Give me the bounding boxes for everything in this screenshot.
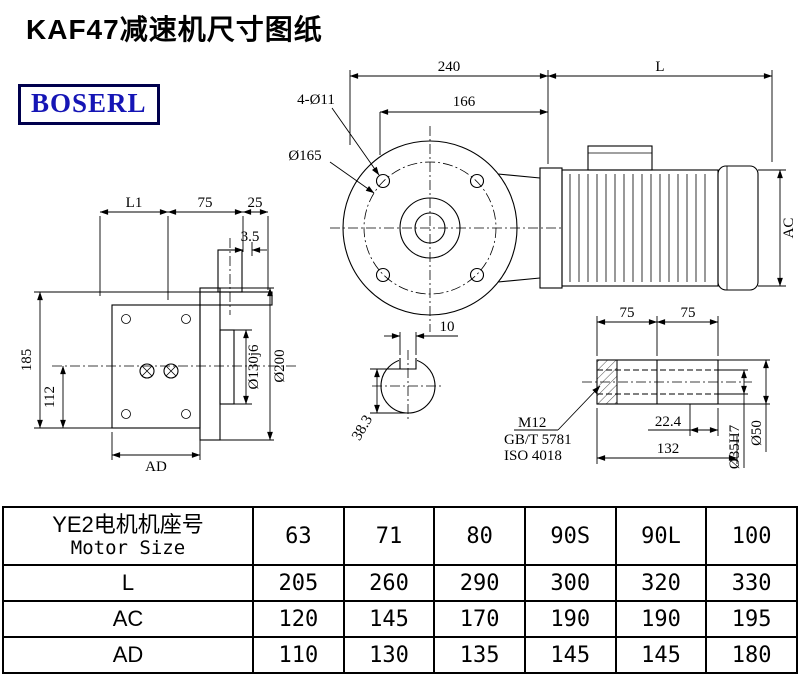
motor-size-80: 80 bbox=[433, 506, 526, 566]
dim-value: 260 bbox=[342, 564, 436, 602]
dim-166-label: 166 bbox=[453, 94, 476, 110]
motor-size-90S: 90S bbox=[523, 506, 617, 566]
dim-240-label: 240 bbox=[438, 59, 461, 75]
dim-value: 110 bbox=[252, 636, 345, 674]
side-view: L1 75 25 3.5 185 112 AD Ø130j6 bbox=[19, 195, 298, 475]
page-title: KAF47减速机尺寸图纸 bbox=[26, 14, 323, 45]
dim-value: 190 bbox=[614, 600, 708, 638]
dim-132-label: 132 bbox=[657, 441, 680, 457]
table-row-AD: AD 110 130 135 145 145 180 bbox=[2, 636, 798, 674]
shaft-detail-view: 75 75 M12 GB/T 5781 ISO 4018 22.4 132 Ø bbox=[504, 305, 770, 469]
dim-38-3-label: 38.3 bbox=[349, 413, 376, 444]
motor-size-label-cn: YE2电机机座号 bbox=[52, 512, 204, 538]
shaft-end-view: 10 38.3 bbox=[349, 319, 458, 443]
dim-L-label: L bbox=[655, 59, 664, 75]
dim-value: 320 bbox=[614, 564, 708, 602]
dim-L1-label: L1 bbox=[126, 195, 143, 211]
dim-value: 300 bbox=[523, 564, 617, 602]
dimension-table-wrap: YE2电机机座号 Motor Size 63 71 80 90S 90L 100… bbox=[2, 506, 798, 674]
dim-value: 145 bbox=[342, 600, 436, 638]
dim-75-right-label: 75 bbox=[681, 305, 696, 321]
technical-drawing: 240 L 166 4-Ø11 Ø165 AC bbox=[19, 59, 797, 475]
table-header-row: YE2电机机座号 Motor Size 63 71 80 90S 90L 100 bbox=[2, 506, 798, 566]
dimension-table: YE2电机机座号 Motor Size 63 71 80 90S 90L 100… bbox=[2, 506, 798, 674]
motor-size-90L: 90L bbox=[614, 506, 708, 566]
dim-d200-label: Ø200 bbox=[272, 349, 288, 382]
dim-value: 180 bbox=[705, 636, 798, 674]
motor-size-header-cell: YE2电机机座号 Motor Size bbox=[2, 506, 254, 566]
dim-value: 195 bbox=[705, 600, 798, 638]
boserl-logo: BOSERL bbox=[18, 84, 160, 125]
dim-value: 330 bbox=[705, 564, 798, 602]
row-label-AD: AD bbox=[2, 636, 254, 674]
dim-d130-label: Ø130j6 bbox=[246, 344, 262, 390]
motor-size-100: 100 bbox=[705, 506, 798, 566]
dim-value: 135 bbox=[433, 636, 526, 674]
dim-value: 205 bbox=[252, 564, 345, 602]
table-row-L: L 205 260 290 300 320 330 bbox=[2, 564, 798, 602]
dim-value: 145 bbox=[614, 636, 708, 674]
dim-10-label: 10 bbox=[440, 319, 455, 335]
dim-value: 290 bbox=[433, 564, 526, 602]
std-gb-label: GB/T 5781 bbox=[504, 432, 572, 448]
dim-AD-label: AD bbox=[145, 459, 167, 475]
dim-d50-label: Ø50 bbox=[749, 420, 765, 446]
dim-value: 130 bbox=[342, 636, 436, 674]
row-label-AC: AC bbox=[2, 600, 254, 638]
bolt-circle-label: Ø165 bbox=[288, 148, 321, 164]
boserl-logo-text: BOSERL bbox=[31, 88, 147, 118]
dim-d35-label: Ø35H7 bbox=[727, 424, 743, 469]
dim-value: 145 bbox=[523, 636, 617, 674]
dim-25-label: 25 bbox=[248, 195, 263, 211]
dim-value: 190 bbox=[523, 600, 617, 638]
dim-185-label: 185 bbox=[19, 349, 35, 372]
dim-3-5-label: 3.5 bbox=[241, 229, 260, 245]
bolt-holes-label: 4-Ø11 bbox=[297, 92, 335, 108]
motor-size-71: 71 bbox=[342, 506, 436, 566]
motor-size-63: 63 bbox=[252, 506, 345, 566]
dim-112-label: 112 bbox=[42, 386, 58, 408]
motor-size-label-en: Motor Size bbox=[70, 536, 186, 559]
row-label-L: L bbox=[2, 564, 254, 602]
dim-value: 120 bbox=[252, 600, 345, 638]
dim-75-label: 75 bbox=[198, 195, 213, 211]
table-row-AC: AC 120 145 170 190 190 195 bbox=[2, 600, 798, 638]
std-iso-label: ISO 4018 bbox=[504, 448, 562, 464]
dim-22-4-label: 22.4 bbox=[655, 414, 682, 430]
front-view: 240 L 166 4-Ø11 Ø165 AC bbox=[288, 59, 797, 332]
dim-AC-label: AC bbox=[781, 218, 797, 239]
dim-75-left-label: 75 bbox=[620, 305, 635, 321]
thread-label: M12 bbox=[518, 415, 546, 431]
dim-value: 170 bbox=[433, 600, 526, 638]
